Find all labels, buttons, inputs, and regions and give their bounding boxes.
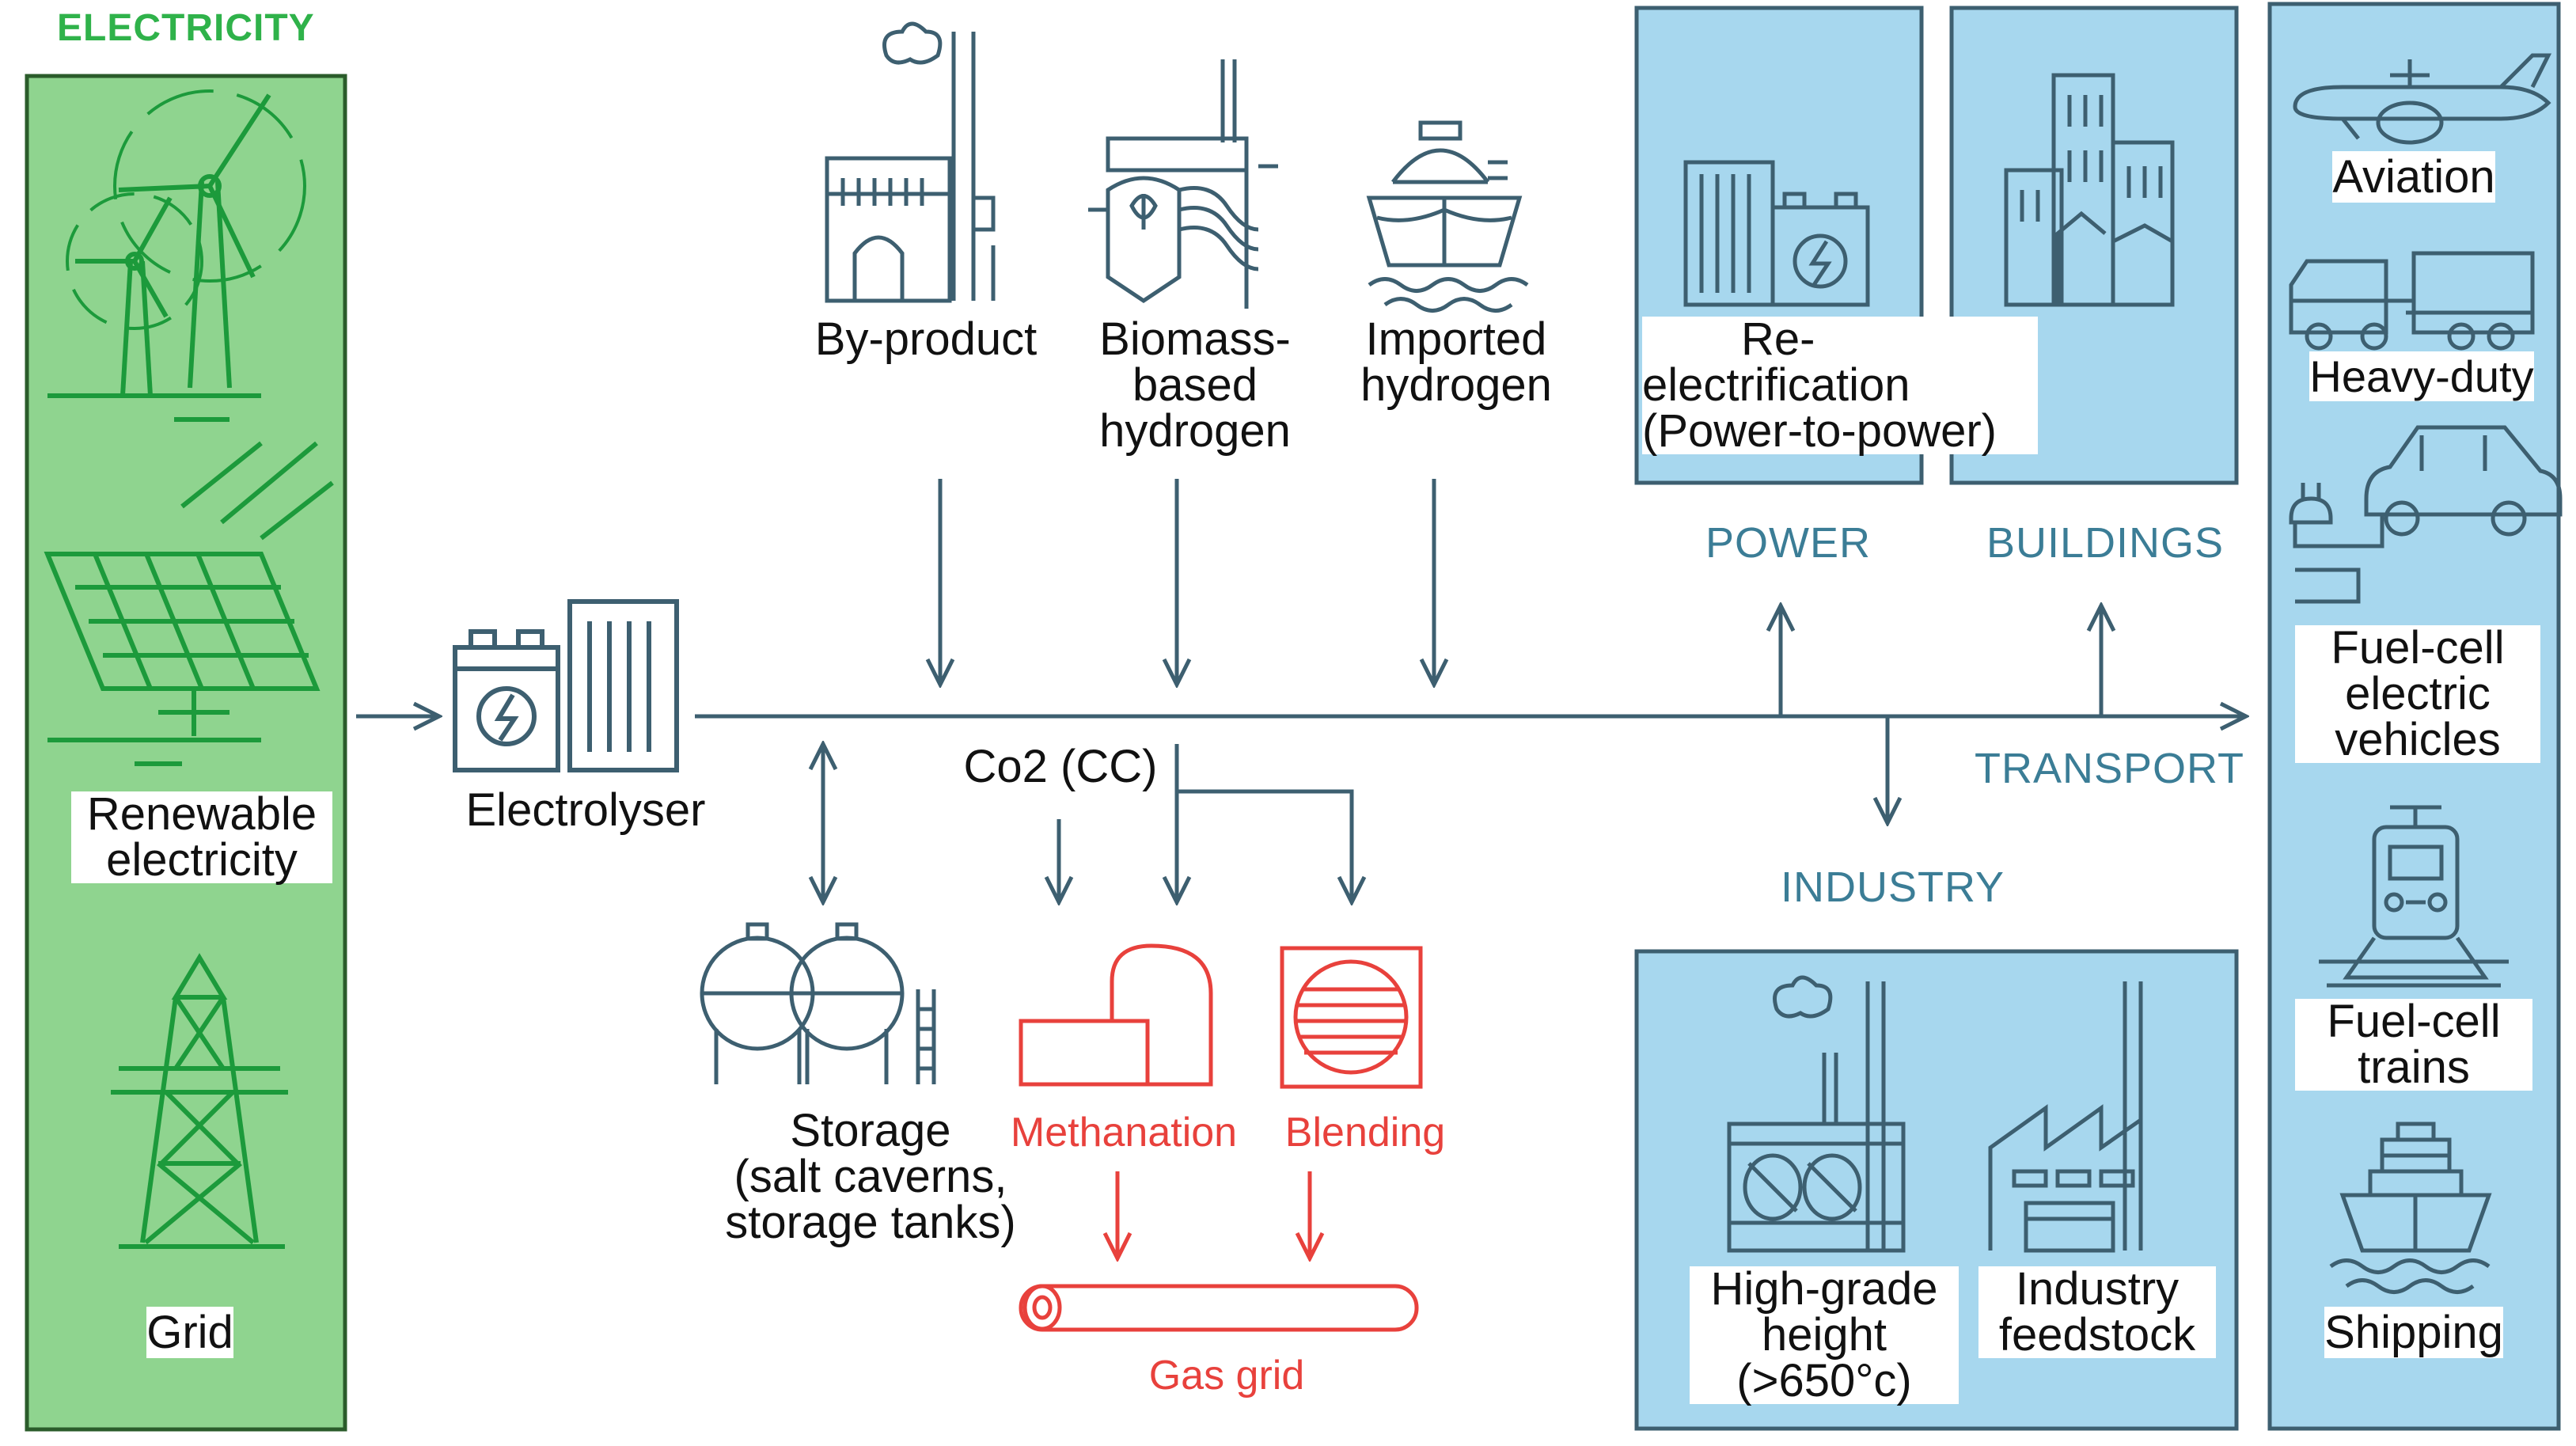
buildings-icon (2004, 73, 2175, 307)
power-sector-label: POWER (1705, 519, 1872, 567)
methanation-label: Methanation (1010, 1110, 1238, 1156)
airplane-icon (2293, 53, 2552, 145)
pylon-icon (111, 953, 288, 1249)
storage-tank-icon (700, 922, 936, 1084)
solar-panel-icon (44, 441, 334, 766)
electrolyser-label: Electrolyser (465, 784, 706, 836)
heavy-duty-label: Heavy-duty (2309, 351, 2534, 401)
aviation-label: Aviation (2332, 151, 2495, 203)
biomass-plant-icon (1088, 59, 1278, 309)
wind-turbine-icon (47, 89, 306, 422)
fuel-cell-trains-label: Fuel-cell trains (2295, 999, 2532, 1091)
industry-sector-label: INDUSTRY (1781, 863, 2005, 911)
train-icon (2319, 805, 2509, 988)
car-charging-icon (2289, 425, 2563, 604)
gas-grid-label: Gas grid (1148, 1353, 1305, 1399)
industry-smoke-icon (1727, 975, 1906, 1253)
factory-icon (825, 21, 996, 303)
biomass-label: Biomass- based hydrogen (1099, 313, 1291, 457)
blending-branch (1177, 789, 1352, 902)
high-grade-heat-label: High-grade height (>650°c) (1690, 1266, 1959, 1404)
grid-label: Grid (146, 1307, 233, 1358)
blending-icon (1280, 946, 1423, 1089)
power-plant-icon (1683, 160, 1870, 307)
factory-feedstock-icon (1988, 981, 2143, 1253)
industry-feedstock-label: Industry feedstock (1978, 1266, 2216, 1358)
fcev-label: Fuel-cell electric vehicles (2295, 625, 2540, 763)
byproduct-label: By-product (814, 313, 1038, 365)
methanation-icon (1019, 943, 1213, 1087)
ship-tank-icon (1366, 120, 1529, 313)
ship-icon (2329, 1122, 2492, 1294)
pipe-icon (1019, 1284, 1419, 1332)
power-box-label: Re- electrification (Power-to-power) (1642, 317, 2038, 454)
storage-label: Storage (salt caverns, storage tanks) (725, 1105, 1016, 1248)
shipping-label: Shipping (2324, 1307, 2503, 1358)
truck-icon (2289, 251, 2535, 351)
blending-label: Blending (1284, 1110, 1446, 1156)
electricity-panel (25, 74, 347, 1432)
co2-label: Co2 (CC) (963, 741, 1158, 792)
electricity-title: ELECTRICITY (57, 7, 315, 49)
electrolyser-icon (453, 599, 679, 772)
imported-label: Imported hydrogen (1360, 313, 1552, 411)
buildings-sector-label: BUILDINGS (1986, 519, 2225, 567)
transport-sector-label: TRANSPORT (1975, 745, 2245, 792)
renewable-electricity-label: Renewable electricity (71, 791, 332, 883)
